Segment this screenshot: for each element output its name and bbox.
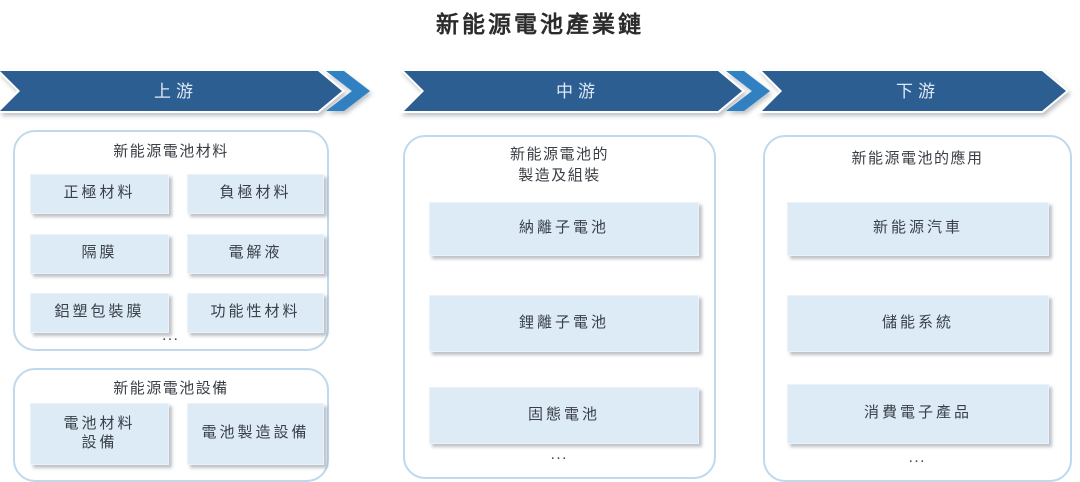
application-box-nev: 新能源汽車 <box>787 202 1049 256</box>
battery-box-lithium-ion: 鋰離子電池 <box>429 295 699 352</box>
downstream-container: 新能源電池的應用 新能源汽車 儲能系統 消費電子產品 ... <box>763 135 1072 482</box>
upstream-label: 上游 <box>154 82 198 101</box>
diagram-title: 新能源電池產業鏈 <box>436 11 644 37</box>
midstream-label: 中游 <box>556 82 600 101</box>
material-box-cathode: 正極材料 <box>30 174 169 214</box>
midstream-header-line2: 製造及組裝 <box>518 168 601 184</box>
material-box-anode: 負極材料 <box>187 174 324 214</box>
downstream-header: 新能源電池的應用 <box>851 151 984 167</box>
upstream-equipment-header: 新能源電池設備 <box>113 381 229 397</box>
equipment-box-material-line2: 設備 <box>81 435 118 451</box>
equipment-box-manufacturing: 電池製造設備 <box>187 403 324 465</box>
downstream-label: 下游 <box>896 82 940 101</box>
downstream-ellipsis: ... <box>908 450 927 466</box>
upstream-materials-header: 新能源電池材料 <box>113 144 229 160</box>
chevron-separator-icon <box>726 71 770 111</box>
battery-box-sodium-ion: 納離子電池 <box>429 202 699 256</box>
material-box-separator: 隔膜 <box>30 234 169 274</box>
downstream-arrow-banner <box>757 69 1070 113</box>
application-box-energy-storage: 儲能系統 <box>787 295 1049 352</box>
stage-arrow-banners: 上游 中游 下游 <box>0 69 1070 113</box>
chevron-separator-icon <box>326 71 370 111</box>
battery-box-solid-state: 固態電池 <box>429 387 699 444</box>
material-box-packaging-film: 鋁塑包裝膜 <box>30 293 169 333</box>
equipment-box-manufacturing-line1: 電池製造設備 <box>201 425 310 442</box>
upstream-materials-ellipsis: ... <box>162 328 180 344</box>
upstream-equipment-container: 新能源電池設備 電池材料 設備 電池製造設備 <box>13 368 329 482</box>
material-box-functional: 功能性材料 <box>187 293 324 333</box>
midstream-header-line1: 新能源電池的 <box>509 147 609 163</box>
midstream-arrow-banner <box>399 69 746 113</box>
equipment-box-material: 電池材料 設備 <box>30 403 169 465</box>
midstream-header: 新能源電池的 製造及組裝 <box>405 145 714 187</box>
midstream-ellipsis: ... <box>550 447 569 463</box>
midstream-container: 新能源電池的 製造及組裝 納離子電池 鋰離子電池 固態電池 ... <box>403 135 716 479</box>
material-box-electrolyte: 電解液 <box>187 234 324 274</box>
upstream-arrow-banner <box>0 69 346 113</box>
application-box-consumer-electronics: 消費電子產品 <box>787 384 1049 444</box>
equipment-box-material-line1: 電池材料 <box>63 415 136 432</box>
upstream-materials-container: 新能源電池材料 正極材料 負極材料 隔膜 電解液 鋁塑包裝膜 功能性材料 ... <box>13 130 329 351</box>
